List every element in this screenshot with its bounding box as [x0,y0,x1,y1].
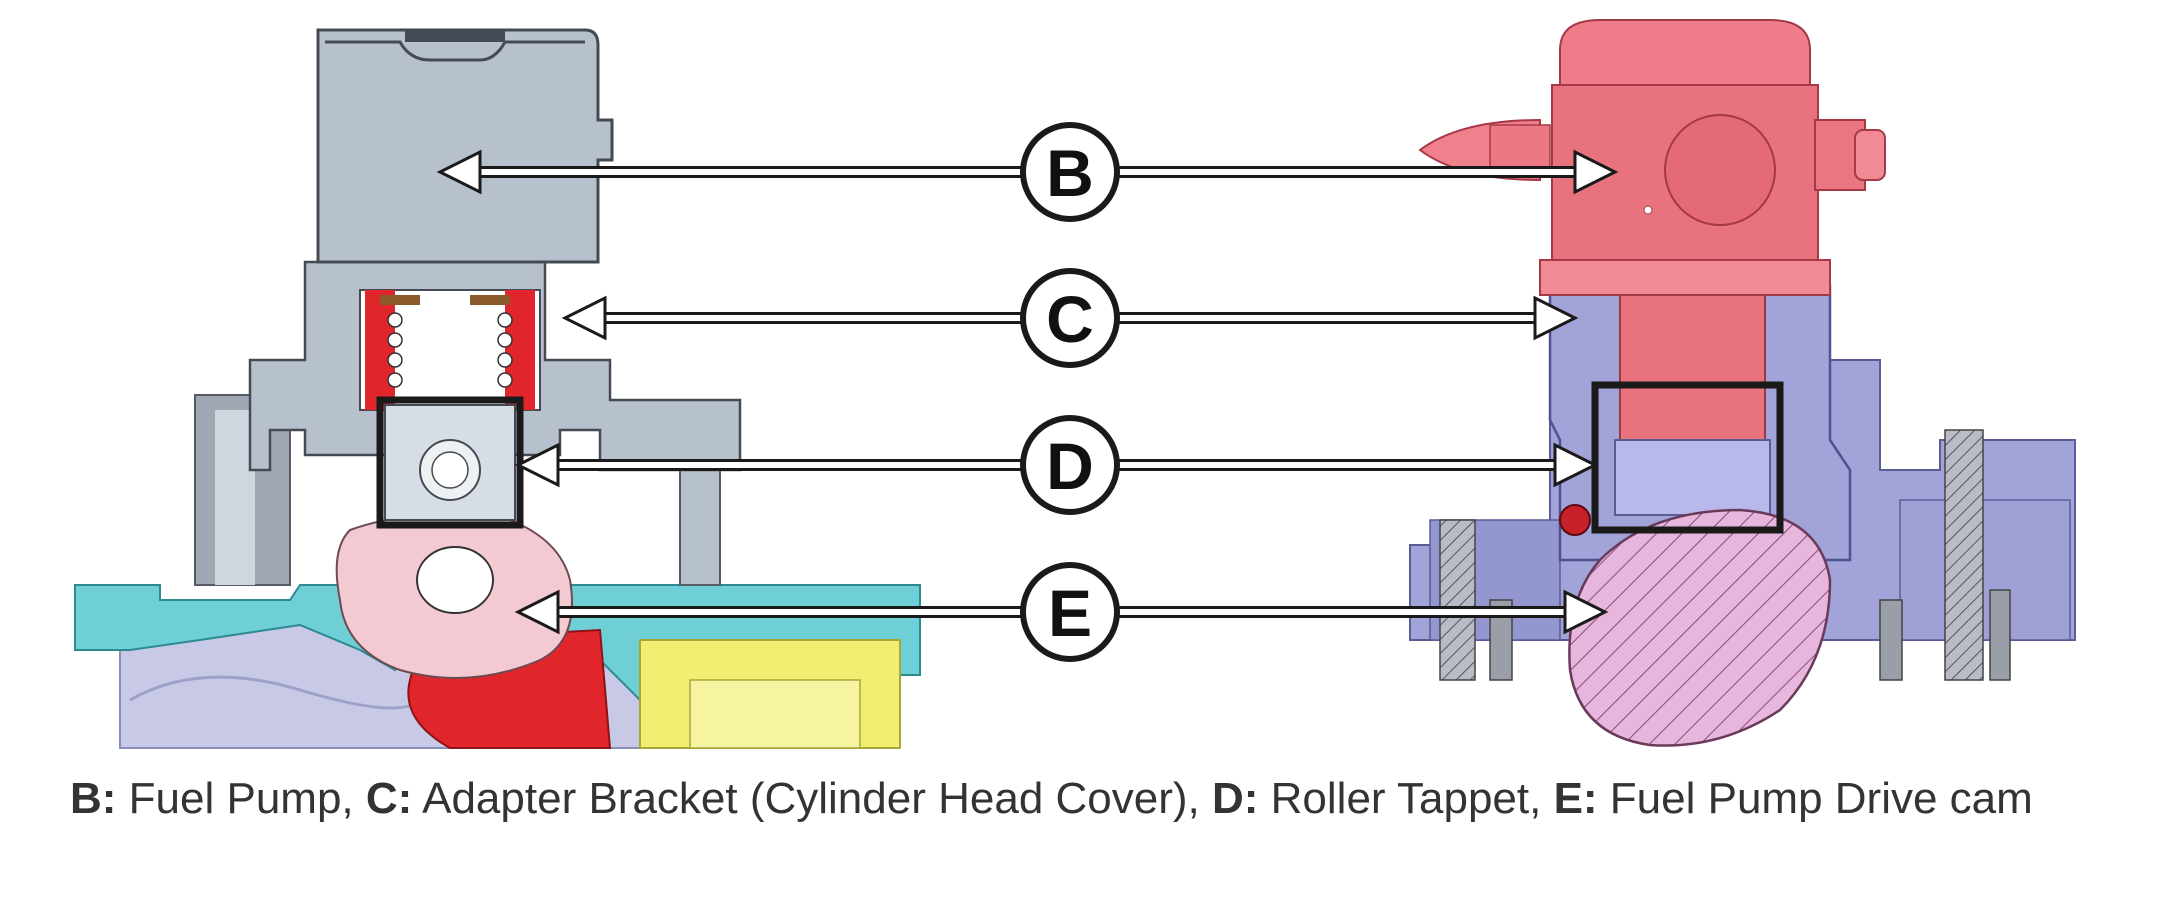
label-b-badge: B [1020,122,1120,222]
label-d-badge: D [1020,415,1120,515]
caption-b-key: B: [70,774,117,823]
left-spring-chamber [359,289,541,411]
left-fuel-pump-cap-line [325,40,585,62]
left-drive-cam [335,513,573,679]
label-c: C [1046,282,1094,356]
label-e-badge: E [1020,562,1120,662]
right-drive-cam-hatched [1568,508,1832,747]
caption-c-text: Adapter Bracket (Cylinder Head Cover), [412,774,1212,823]
caption-d-text: Roller Tappet, [1258,774,1554,823]
right-fuel-pump-body [1418,19,1886,296]
left-roller-tappet [384,404,516,521]
right-roller-tappet-highlight-box [1591,381,1784,534]
left-right-stem [679,459,721,586]
left-fuel-pump-body [316,28,614,264]
right-3d-assembly [1409,19,2076,747]
label-c-badge: C [1020,268,1120,368]
caption-b-text: Fuel Pump, [116,774,366,823]
caption-e-key: E: [1553,774,1598,823]
right-red-seal [1559,504,1591,536]
label-d: D [1046,429,1094,503]
fuel-pump-comparison-diagram: B C D E [74,19,2076,749]
label-e: E [1048,576,1092,650]
label-b: B [1046,136,1094,210]
caption-e-text: Fuel Pump Drive cam [1597,774,2033,823]
left-cutaway-assembly [74,28,921,749]
caption-d-key: D: [1211,774,1259,823]
right-bolts [1439,429,2011,681]
figure-caption: B: Fuel Pump, C: Adapter Bracket (Cylind… [70,770,2110,828]
caption-c-key: C: [365,774,413,823]
